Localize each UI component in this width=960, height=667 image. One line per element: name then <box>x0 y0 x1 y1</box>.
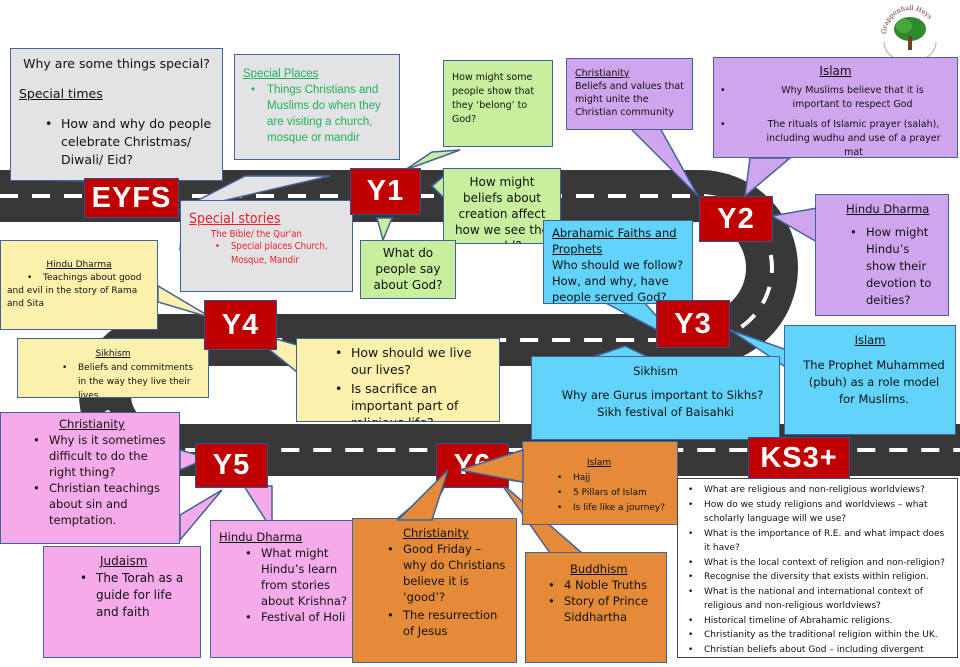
eyfs-special-places-box: Special Places Things Christians and Mus… <box>234 54 400 160</box>
y2-hindu-box: Hindu Dharma How might Hindu’s show thei… <box>815 194 949 316</box>
y4-sikhism-bullet: Beliefs and commitments in the way they … <box>62 361 200 397</box>
y4-sikhism-box: Sikhism Beliefs and commitments in the w… <box>17 338 209 398</box>
y6-christianity-heading: Christianity <box>403 526 469 540</box>
y4-hindu-box: Hindu Dharma Teachings about good and ev… <box>0 240 158 330</box>
y2-christianity-heading: Christianity <box>575 68 630 79</box>
y3-abrahamic-line: How, and why, have people served God? <box>552 274 669 304</box>
ks3-bullet: Historical timeline of Abrahamic religio… <box>688 614 951 629</box>
y6-buddhism-bullet: 4 Noble Truths <box>548 577 658 593</box>
eyfs-special-stories-bullet: Special places Church, Mosque, Mandir <box>215 240 344 268</box>
ks3-bullet: What is the local context of religion an… <box>688 556 951 571</box>
y6-islam-heading: Islam <box>587 458 612 468</box>
y2-hindu-heading: Hindu Dharma <box>846 202 930 216</box>
y3-abrahamic-heading: Abrahamic Faiths and Prophets <box>552 226 677 256</box>
y6-islam-bullet: Is life like a journey? <box>557 501 669 516</box>
eyfs-special-stories-line: The Bible/ the Qur'an <box>211 229 302 240</box>
y5-judaism-heading: Judaism <box>100 554 148 568</box>
y6-buddhism-heading: Buddhism <box>570 562 628 576</box>
y6-buddhism-box: Buddhism 4 Noble Truths Story of Prince … <box>525 552 667 663</box>
y5-judaism-bullet: The Torah as a guide for life and faith <box>80 570 192 621</box>
tree-icon: Grappenhall Heys <box>880 4 937 63</box>
y1-belong-text: How might some people show that they ‘be… <box>452 72 535 125</box>
y1-creation-box: How might beliefs about creation affect … <box>443 168 561 244</box>
stage-badge-y4: Y4 <box>204 300 277 350</box>
y6-islam-bullet: 5 Pillars of Islam <box>557 486 669 501</box>
eyfs-special-times-box: Why are some things special? Special tim… <box>10 48 223 181</box>
stage-badge-y3: Y3 <box>656 300 730 348</box>
y6-christianity-bullet: The resurrection of Jesus <box>387 607 508 639</box>
eyfs-special-places-heading: Special Places <box>243 68 319 80</box>
y5-hindu-bullet: Festival of Holi <box>245 609 351 625</box>
y1-god-box: What do people say about God? <box>360 240 456 299</box>
y3-islam-bullet: The Prophet Muhammed (pbuh) as a role mo… <box>793 357 947 408</box>
ks3-bullet: Recognise the diversity that exists with… <box>688 570 951 585</box>
eyfs-special-times-bullet: How and why do people celebrate Christma… <box>45 115 214 169</box>
y4-hindu-heading: Hindu Dharma <box>46 260 112 270</box>
y1-belong-box: How might some people show that they ‘be… <box>443 60 553 147</box>
y6-christianity-box: Christianity Good Friday – why do Christ… <box>352 518 517 663</box>
y2-islam-box: Islam Why Muslims believe that it is imp… <box>713 57 958 158</box>
y4-questions-box: How should we live our lives? Is sacrifi… <box>296 338 500 422</box>
y5-christianity-bullet: Christian teachings about sin and tempta… <box>33 480 171 528</box>
ks3-box: What are religious and non-religious wor… <box>677 478 958 658</box>
y5-christianity-bullet: Why is it sometimes difficult to do the … <box>33 432 171 480</box>
eyfs-special-stories-box: Special stories The Bible/ the Qur'an Sp… <box>180 200 353 292</box>
y3-abrahamic-line: Who should we follow? <box>552 258 684 272</box>
eyfs-special-times-heading: Special times <box>19 86 103 101</box>
y4-question-bullet: Is sacrifice an important part of religi… <box>335 380 491 421</box>
y5-hindu-bullet: What might Hindu’s learn from stories ab… <box>245 545 351 609</box>
y5-hindu-box: Hindu Dharma What might Hindu’s learn fr… <box>210 520 360 658</box>
ks3-bullet: What are religious and non-religious wor… <box>688 483 951 498</box>
y1-god-text: What do people say about God? <box>373 246 443 292</box>
stage-badge-y5: Y5 <box>195 443 268 488</box>
y2-islam-bullet: Why Muslims believe that it is important… <box>720 84 949 118</box>
stage-badge-y2: Y2 <box>699 196 773 242</box>
y5-judaism-box: Judaism The Torah as a guide for life an… <box>43 546 201 658</box>
ks3-bullet: What is the importance of R.E. and what … <box>688 527 951 556</box>
ks3-bullet: How do we study religions and worldviews… <box>688 498 951 527</box>
ks3-bullet: Christian beliefs about God – including … <box>688 643 951 658</box>
eyfs-special-stories-heading: Special stories <box>189 211 281 227</box>
y2-hindu-bullet: How might Hindu’s show their devotion to… <box>850 224 940 309</box>
y3-islam-box: Islam The Prophet Muhammed (pbuh) as a r… <box>784 325 956 435</box>
y3-islam-heading: Islam <box>854 333 886 347</box>
y2-christianity-text: Beliefs and values that might unite the … <box>575 81 684 118</box>
y5-christianity-box: Christianity Why is it sometimes difficu… <box>0 412 180 544</box>
y6-islam-bullet: Hajj <box>557 471 669 486</box>
school-logo: Grappenhall Heys <box>878 2 942 63</box>
y3-abrahamic-box: Abrahamic Faiths and Prophets Who should… <box>543 220 693 304</box>
y1-creation-text: How might beliefs about creation affect … <box>454 175 550 243</box>
y4-question-bullet: How should we live our lives? <box>335 344 491 378</box>
y4-hindu-bullet: Teachings about good and evil in the sto… <box>1 272 151 311</box>
stage-badge-ks3: KS3+ <box>748 437 850 479</box>
y2-islam-heading: Islam <box>819 64 852 78</box>
y3-sikhism-heading: Sikhism <box>633 364 678 378</box>
y2-christianity-box: Christianity Beliefs and values that mig… <box>566 58 693 130</box>
stage-badge-y1: Y1 <box>350 168 421 215</box>
y6-christianity-bullet: Good Friday – why do Christians believe … <box>387 541 508 605</box>
y3-sikhism-bullet: Why are Gurus important to Sikhs? <box>540 387 771 404</box>
y4-sikhism-heading: Sikhism <box>95 349 131 359</box>
eyfs-question: Why are some things special? <box>23 56 210 71</box>
y3-sikhism-bullet: Sikh festival of Baisahki <box>540 404 771 421</box>
ks3-bullet: Christianity as the traditional religion… <box>688 628 951 643</box>
y3-sikhism-box: Sikhism Why are Gurus important to Sikhs… <box>531 356 780 440</box>
y5-hindu-heading: Hindu Dharma <box>219 530 303 544</box>
stage-badge-eyfs: EYFS <box>84 178 179 218</box>
eyfs-special-places-bullet: Things Christians and Muslims do when th… <box>251 82 391 146</box>
ks3-bullet: What is the national and international c… <box>688 585 951 614</box>
y6-buddhism-bullet: Story of Prince Siddhartha <box>548 593 658 625</box>
y5-christianity-heading: Christianity <box>59 417 125 431</box>
y6-islam-box: Islam Hajj 5 Pillars of Islam Is life li… <box>522 441 678 525</box>
stage-badge-y6: Y6 <box>436 443 509 488</box>
y2-islam-bullet: The rituals of Islamic prayer (salah), i… <box>720 118 949 157</box>
